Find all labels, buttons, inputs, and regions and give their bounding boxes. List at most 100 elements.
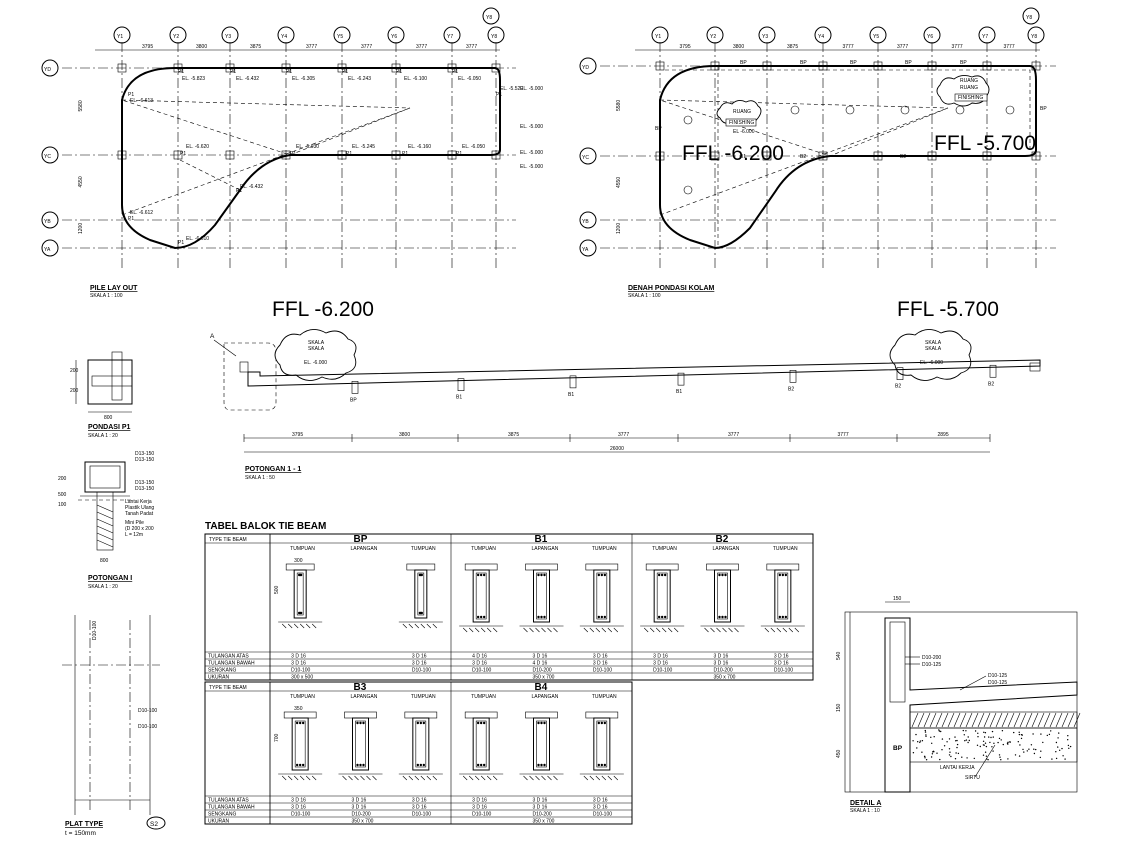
rebar [476,615,480,619]
rebar [422,721,426,725]
beam-name: B3 [354,682,367,693]
elevation-label: EL. -5.823 [182,76,205,82]
svg-text:D10-100: D10-100 [92,621,98,640]
gravel-dot [1022,748,1024,751]
gravel-dot [925,735,927,737]
gravel-dot [1028,748,1030,750]
pile-layout-scale: SKALA 1 : 100 [90,293,123,299]
soil-hatch [414,623,420,629]
soil-hatch [770,627,776,633]
pile-hatch [96,532,114,541]
soil-hatch [281,623,287,629]
potongan-i-title: POTONGAN I [88,575,132,582]
beam-cell: 3 D 16 [412,798,427,804]
detail-a: 150 BP 540 150 450 D10-200 D10-125 D10-1… [836,596,1081,814]
beam-dim-w: 350 [294,706,303,712]
grid-label-row: YA [44,247,51,253]
gravel-dot [1018,733,1021,736]
beam-cell: 3 D 16 [291,805,306,811]
svg-text:BP: BP [893,745,903,752]
grid-bubble [1027,26,1045,44]
rebar [356,763,359,767]
dim-row: 4550 [78,176,84,187]
potongan-i-note: Lantai Kerja [125,499,152,505]
column-mark [655,61,665,71]
beam-col-header: TUMPUAN [592,546,617,552]
svg-text:800: 800 [104,415,113,421]
hatch-line [1049,712,1057,728]
gravel-dot [925,734,927,736]
grid-label-col: Y3 [762,34,768,40]
gravel-dot [1039,756,1042,759]
gravel-dot [957,752,960,755]
gravel-dot [1033,752,1036,755]
beam-cell: 3 D 16 [412,654,427,660]
beam-stirrup [294,720,306,768]
rebar [476,721,480,725]
row-header: UKURAN [208,819,230,825]
hatch-line [947,712,955,728]
beam-stirrup [656,572,668,620]
pile-hatch [96,504,114,513]
pile-hatch [96,539,114,548]
soil-hatch [408,775,414,781]
elevation-label: EL. -6.432 [240,184,263,190]
gravel-dot [1020,737,1023,740]
rebar [597,573,601,577]
svg-text:100: 100 [58,502,67,508]
finishing-tag-right: FINISHING RUANG RUANG [936,74,990,107]
soil-hatch [408,623,414,629]
gravel-dot [948,754,951,756]
section-beam-tag: B2 [988,381,994,387]
dim-row: 1200 [616,223,622,234]
beam-cell: 3 D 16 [291,661,306,667]
soil-hatch [480,627,486,633]
soil-hatch [480,775,486,781]
rebar [298,763,302,767]
hatch-line [1025,712,1033,728]
column-mark [762,151,772,161]
rebar [663,615,667,619]
gravel-dot [977,732,979,734]
svg-text:D10-200: D10-200 [922,655,941,661]
gravel-dot [1007,743,1009,745]
hatch-line [971,712,979,728]
beam-cell: 350 x 700 [533,819,555,825]
grid-label-col: Y7 [447,34,453,40]
beam-cell: D10-200 [533,668,552,674]
rebar [299,573,303,577]
gravel-dot [930,756,933,758]
gravel-dot [1018,755,1021,757]
gravel-dot [923,755,926,758]
soil-hatch [710,627,715,633]
beam-cell: 3 D 16 [533,805,548,811]
soil-hatch [529,627,534,633]
gravel-dot [1026,750,1029,752]
beam-slab [283,711,317,719]
grid-label-row: YA [582,247,589,253]
beam-cell: 350 x 700 [714,675,736,681]
hatch-line [977,712,985,728]
pile-hatch [96,511,114,520]
gravel-dot [982,754,985,756]
pile-label: P1 [346,151,352,157]
beam-section [352,717,369,771]
row-header: UKURAN [208,675,230,681]
gravel-dot [924,757,926,759]
gravel-dot [955,752,957,754]
beam-section [593,717,611,771]
elevation-label: EL. -5.000 [520,124,543,130]
gravel-dot [1046,734,1049,737]
beam-cell: D10-100 [774,668,793,674]
beam-name: B2 [716,534,729,545]
pondasi-p1-scale: SKALA 1 : 20 [88,433,118,439]
soil-hatch [492,775,498,781]
soil-hatch [426,775,432,781]
pile-cap-mark [790,105,800,115]
gravel-dot [1055,741,1058,744]
gravel-dot [1000,739,1002,741]
elevation-label: EL. -6.305 [292,76,315,82]
pile-label: P1 [230,69,236,75]
grid-bubble [978,26,996,44]
soil-hatch [728,627,733,633]
